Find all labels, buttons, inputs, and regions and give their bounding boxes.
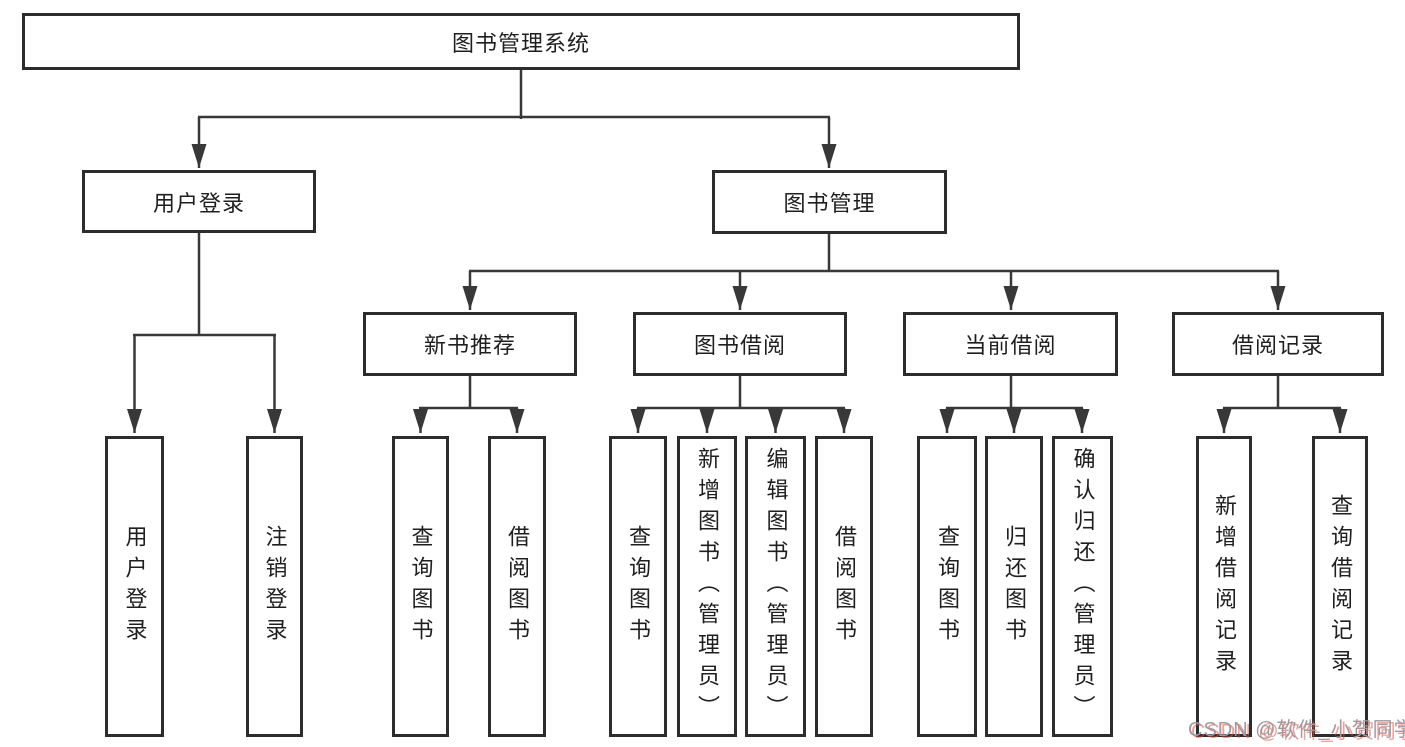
node-new-book-recommend: 新书推荐 [363, 312, 577, 376]
leaf-query-book-borrow: 查询图书 [609, 436, 667, 737]
leaf-borrow-book: 借阅图书 [815, 436, 873, 737]
leaf-add-book-admin: 新增图书（管理员） [677, 436, 737, 737]
leaf-return-book: 归还图书 [985, 436, 1043, 737]
leaf-confirm-return-admin: 确认归还（管理员） [1052, 436, 1113, 737]
leaf-edit-book-admin: 编辑图书（管理员） [745, 436, 806, 737]
leaf-query-borrow-record: 查询借阅记录 [1312, 436, 1368, 737]
leaf-borrow-book-recommend: 借阅图书 [488, 436, 546, 737]
leaf-query-book-recommend: 查询图书 [392, 436, 449, 737]
leaf-add-borrow-record: 新增借阅记录 [1196, 436, 1252, 737]
watermark: CSDN @软件_小贺同学 [1188, 719, 1405, 741]
node-library-system: 图书管理系统 [22, 13, 1020, 70]
node-book-borrow: 图书借阅 [633, 312, 847, 376]
leaf-logout: 注销登录 [246, 436, 303, 737]
leaf-user-login: 用户登录 [105, 436, 164, 737]
leaf-query-book-current: 查询图书 [917, 436, 977, 737]
node-book-management: 图书管理 [712, 170, 947, 234]
node-current-borrow: 当前借阅 [903, 312, 1118, 376]
node-borrow-records: 借阅记录 [1172, 312, 1384, 376]
node-user-login: 用户登录 [82, 170, 316, 233]
